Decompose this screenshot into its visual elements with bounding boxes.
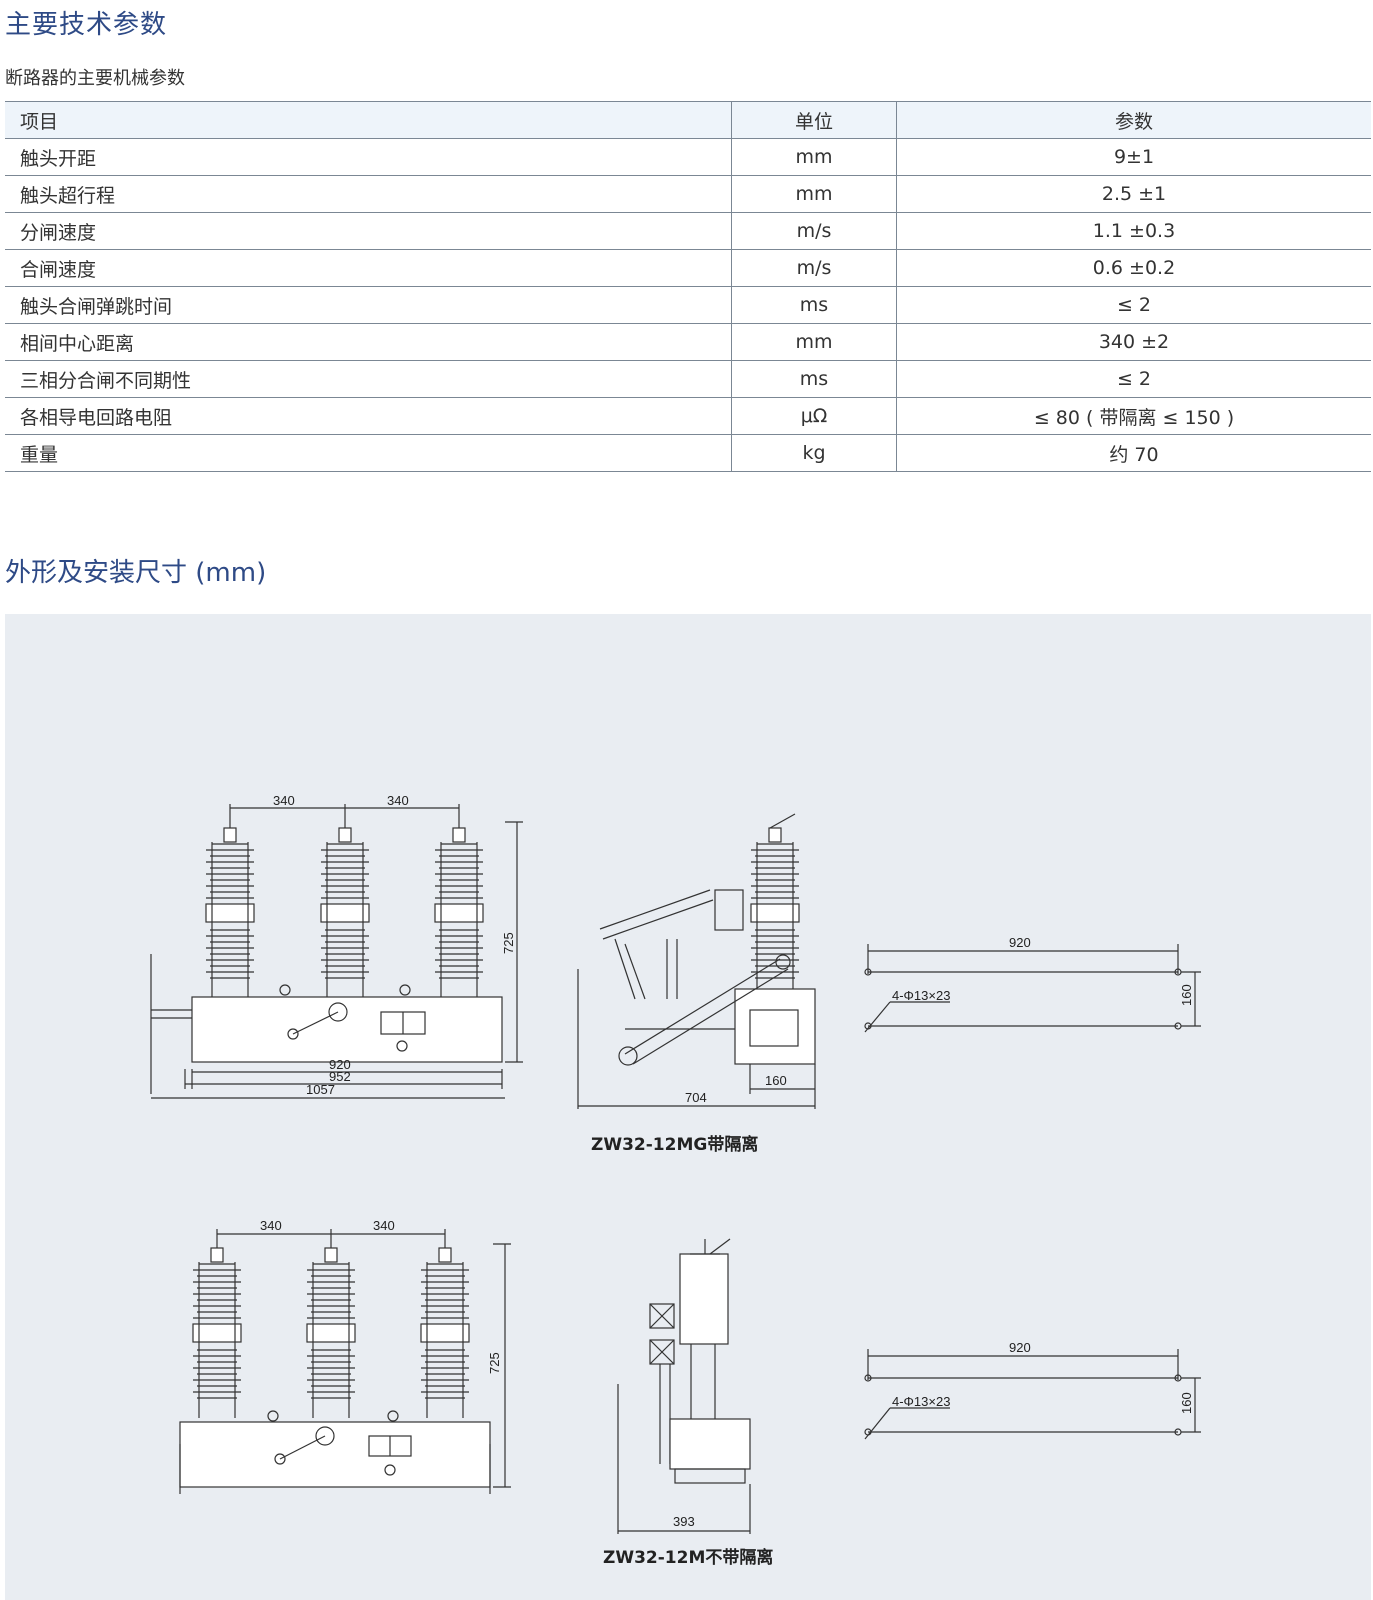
- row-value: 约 70: [896, 434, 1371, 472]
- d1-mount-holes: 4-Φ13×23: [892, 988, 950, 1003]
- d2-mount-160: 160: [1179, 1392, 1194, 1414]
- drawing2-mounting-plan: [864, 1349, 1201, 1440]
- d2-dim-393: 393: [673, 1514, 695, 1529]
- d1-dim-340-b: 340: [387, 793, 409, 808]
- column-header-item: 项目: [5, 101, 732, 139]
- d1-mount-920: 920: [1009, 935, 1031, 950]
- row-unit: m/s: [731, 212, 897, 250]
- drawing2-caption: ZW32-12M不带隔离: [603, 1548, 774, 1568]
- table-row: 三相分合闸不同期性 ms ≤ 2: [5, 360, 1371, 398]
- technical-drawings: 340 340 725 920 952 1057: [150, 793, 1201, 1534]
- d1-mount-160: 160: [1179, 984, 1194, 1006]
- row-unit: ms: [731, 286, 897, 324]
- row-item: 触头合闸弹跳时间: [5, 286, 732, 324]
- row-value: ≤ 2: [896, 360, 1371, 398]
- drawing1-caption: ZW32-12MG带隔离: [591, 1135, 759, 1155]
- page-title: 主要技术参数: [5, 10, 168, 40]
- row-unit: mm: [731, 323, 897, 361]
- row-item: 三相分合闸不同期性: [5, 360, 732, 398]
- row-unit: kg: [731, 434, 897, 472]
- dimensions-section-title: 外形及安装尺寸 (mm): [5, 558, 267, 588]
- d1-dim-725: 725: [501, 932, 516, 954]
- row-value: 9±1: [896, 138, 1371, 176]
- row-value: ≤ 2: [896, 286, 1371, 324]
- table-row: 各相导电回路电阻 μΩ ≤ 80 ( 带隔离 ≤ 150 ): [5, 397, 1371, 435]
- row-item: 触头开距: [5, 138, 732, 176]
- row-item: 重量: [5, 434, 732, 472]
- d2-mount-holes: 4-Φ13×23: [892, 1394, 950, 1409]
- table-subtitle: 断路器的主要机械参数: [5, 68, 185, 89]
- row-item: 触头超行程: [5, 175, 732, 213]
- row-unit: mm: [731, 175, 897, 213]
- drawing2-side-view: [617, 1238, 751, 1534]
- row-unit: m/s: [731, 249, 897, 287]
- table-row: 触头开距 mm 9±1: [5, 138, 1371, 176]
- d1-dim-704: 704: [685, 1090, 707, 1105]
- d2-dim-725: 725: [487, 1352, 502, 1374]
- drawing2-front-view: [179, 1229, 511, 1494]
- column-header-value: 参数: [896, 101, 1371, 139]
- row-value: 340 ±2: [896, 323, 1371, 361]
- row-item: 相间中心距离: [5, 323, 732, 361]
- d2-dim-340-b: 340: [373, 1218, 395, 1233]
- drawing1-mounting-plan: [864, 944, 1201, 1033]
- table-row: 相间中心距离 mm 340 ±2: [5, 323, 1371, 361]
- drawing-panel: 340 340 725 920 952 1057: [5, 614, 1371, 1600]
- drawing1-side-view: [577, 813, 816, 1109]
- d1-dim-952: 952: [329, 1069, 351, 1084]
- d2-mount-920: 920: [1009, 1340, 1031, 1355]
- table-row: 触头超行程 mm 2.5 ±1: [5, 175, 1371, 213]
- column-header-unit: 单位: [731, 101, 897, 139]
- table-row: 重量 kg 约 70: [5, 434, 1371, 472]
- row-unit: ms: [731, 360, 897, 398]
- row-value: ≤ 80 ( 带隔离 ≤ 150 ): [896, 397, 1371, 435]
- row-unit: mm: [731, 138, 897, 176]
- d1-dim-1057: 1057: [306, 1082, 335, 1097]
- row-item: 分闸速度: [5, 212, 732, 250]
- row-unit: μΩ: [731, 397, 897, 435]
- parameters-table: 项目 单位 参数 触头开距 mm 9±1 触头超行程 mm 2.5 ±1 分闸速…: [5, 101, 1371, 472]
- table-row: 合闸速度 m/s 0.6 ±0.2: [5, 249, 1371, 287]
- d1-dim-340-a: 340: [273, 793, 295, 808]
- table-header-row: 项目 单位 参数: [5, 101, 1371, 139]
- row-value: 2.5 ±1: [896, 175, 1371, 213]
- d1-dim-side-160: 160: [765, 1073, 787, 1088]
- row-value: 1.1 ±0.3: [896, 212, 1371, 250]
- d1-dim-920: 920: [329, 1057, 351, 1072]
- table-row: 分闸速度 m/s 1.1 ±0.3: [5, 212, 1371, 250]
- row-item: 合闸速度: [5, 249, 732, 287]
- drawing1-front-view: [150, 804, 523, 1099]
- row-item: 各相导电回路电阻: [5, 397, 732, 435]
- d2-dim-340-a: 340: [260, 1218, 282, 1233]
- row-value: 0.6 ±0.2: [896, 249, 1371, 287]
- table-row: 触头合闸弹跳时间 ms ≤ 2: [5, 286, 1371, 324]
